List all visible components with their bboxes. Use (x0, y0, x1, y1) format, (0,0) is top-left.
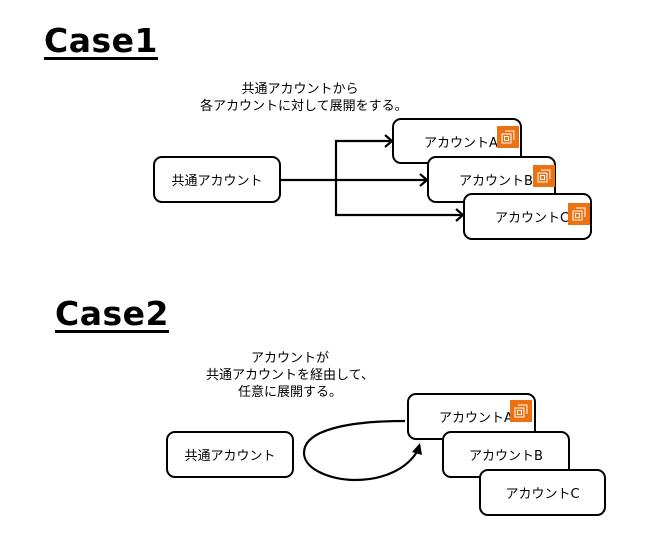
case1-common-account-box[interactable]: 共通アカウント (153, 156, 281, 203)
case2-common-account-label: 共通アカウント (184, 449, 276, 464)
case1-account-a-label: アカウントA (424, 135, 498, 151)
case1-arrow-to-c (334, 180, 463, 217)
case1-caption-line: 各アカウントに対して展開をする。 (200, 99, 408, 114)
case2-account-c-box[interactable]: アカウントC (479, 469, 606, 516)
case2-common-account-box[interactable]: 共通アカウント (166, 431, 294, 478)
case2-caption-line: アカウントが (250, 351, 329, 366)
case2-caption-line: 任意に展開する。 (237, 385, 342, 400)
case1-caption: 共通アカウントから 各アカウントに対して展開をする。 (200, 81, 408, 115)
case1-title: Case1 (44, 21, 158, 60)
case2-title: Case2 (55, 294, 169, 333)
ec2-instances-icon (510, 400, 532, 422)
case1-account-c-label: アカウントC (495, 211, 570, 226)
case1-arrow-to-a (334, 139, 392, 180)
case1-account-b-label: アカウントB (459, 174, 533, 189)
ec2-instances-icon (568, 203, 590, 225)
case2-account-b-label: アカウントB (469, 449, 543, 464)
ec2-instances-icon (497, 126, 519, 148)
case2-caption-line: 共通アカウントを経由して、 (206, 368, 374, 383)
case2-arrowhead (412, 443, 422, 455)
case1-common-account-label: 共通アカウント (171, 174, 263, 189)
case2-loop-arrow (302, 419, 419, 482)
ec2-instances-icon (533, 165, 555, 187)
case2-account-a-label: アカウントA (439, 411, 513, 426)
case1-caption-line: 共通アカウントから (241, 82, 359, 97)
case2-caption: アカウントが 共通アカウントを経由して、 任意に展開する。 (190, 350, 390, 401)
case2-account-c-label: アカウントC (505, 487, 580, 502)
